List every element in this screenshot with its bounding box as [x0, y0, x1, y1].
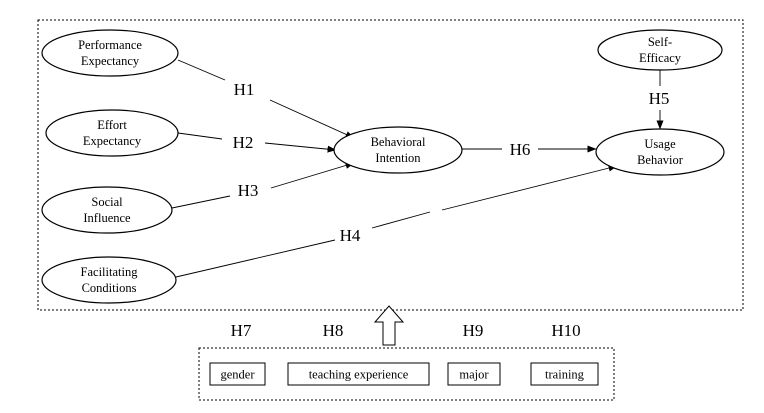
edge-ee-h2: [177, 132, 223, 140]
hypothesis-h9: H9: [463, 321, 484, 340]
moderator-frame: [198, 347, 615, 401]
moderator-label: training: [545, 368, 585, 382]
hypothesis-h4: H4: [340, 226, 361, 245]
node-facilitating-conditions: Facilitating Conditions: [41, 256, 177, 304]
node-label: Effort: [97, 118, 127, 132]
moderation-arrow: [373, 305, 405, 346]
edge-h4-ub: [371, 211, 431, 229]
node-label: Performance: [78, 38, 142, 52]
node-behavioral-intention: Behavioral Intention: [333, 126, 463, 174]
edge-h2-bi: [264, 142, 337, 153]
node-label: Efficacy: [639, 51, 682, 65]
node-label: Behavioral: [371, 135, 426, 149]
hypothesis-h3: H3: [238, 181, 259, 200]
hypothesis-h7: H7: [231, 321, 252, 340]
node-label: Conditions: [82, 281, 137, 295]
node-performance-expectancy: Performance Expectancy: [41, 29, 179, 77]
moderator-training: training: [530, 362, 599, 386]
moderator-major: major: [447, 362, 501, 386]
node-label: Behavior: [637, 153, 684, 167]
node-label: Expectancy: [81, 54, 140, 68]
moderator-label: major: [459, 368, 489, 382]
edge-pe-h1: [177, 59, 226, 81]
hypothesis-h1: H1: [234, 80, 255, 99]
model-frame: [37, 19, 744, 311]
node-label: Expectancy: [83, 134, 142, 148]
hypothesis-h6: H6: [510, 140, 531, 159]
node-label: Self-: [648, 35, 672, 49]
edge-h1-bi: [269, 99, 355, 139]
moderator-gender: gender: [209, 362, 266, 386]
moderator-label: gender: [220, 368, 255, 382]
edge-si-h3: [171, 195, 231, 209]
moderator-label: teaching experience: [309, 368, 409, 382]
edge-h4-ub-2: [441, 164, 618, 211]
node-social-influence: Social Influence: [41, 186, 173, 234]
node-self-efficacy: Self- Efficacy: [597, 29, 723, 71]
node-label: Facilitating: [81, 265, 139, 279]
hypothesis-h8: H8: [323, 321, 344, 340]
hypothesis-h2: H2: [233, 133, 254, 152]
node-usage-behavior: Usage Behavior: [595, 128, 725, 176]
edge-h3-bi: [270, 162, 355, 189]
hypothesis-h5: H5: [649, 89, 670, 108]
node-label: Influence: [83, 211, 131, 225]
hypothesis-h10: H10: [551, 321, 580, 340]
node-effort-expectancy: Effort Expectancy: [45, 109, 179, 157]
node-label: Usage: [644, 137, 676, 151]
moderator-teaching-experience: teaching experience: [287, 362, 430, 386]
node-label: Intention: [375, 151, 421, 165]
edge-fc-h4: [175, 239, 336, 278]
node-label: Social: [91, 195, 123, 209]
